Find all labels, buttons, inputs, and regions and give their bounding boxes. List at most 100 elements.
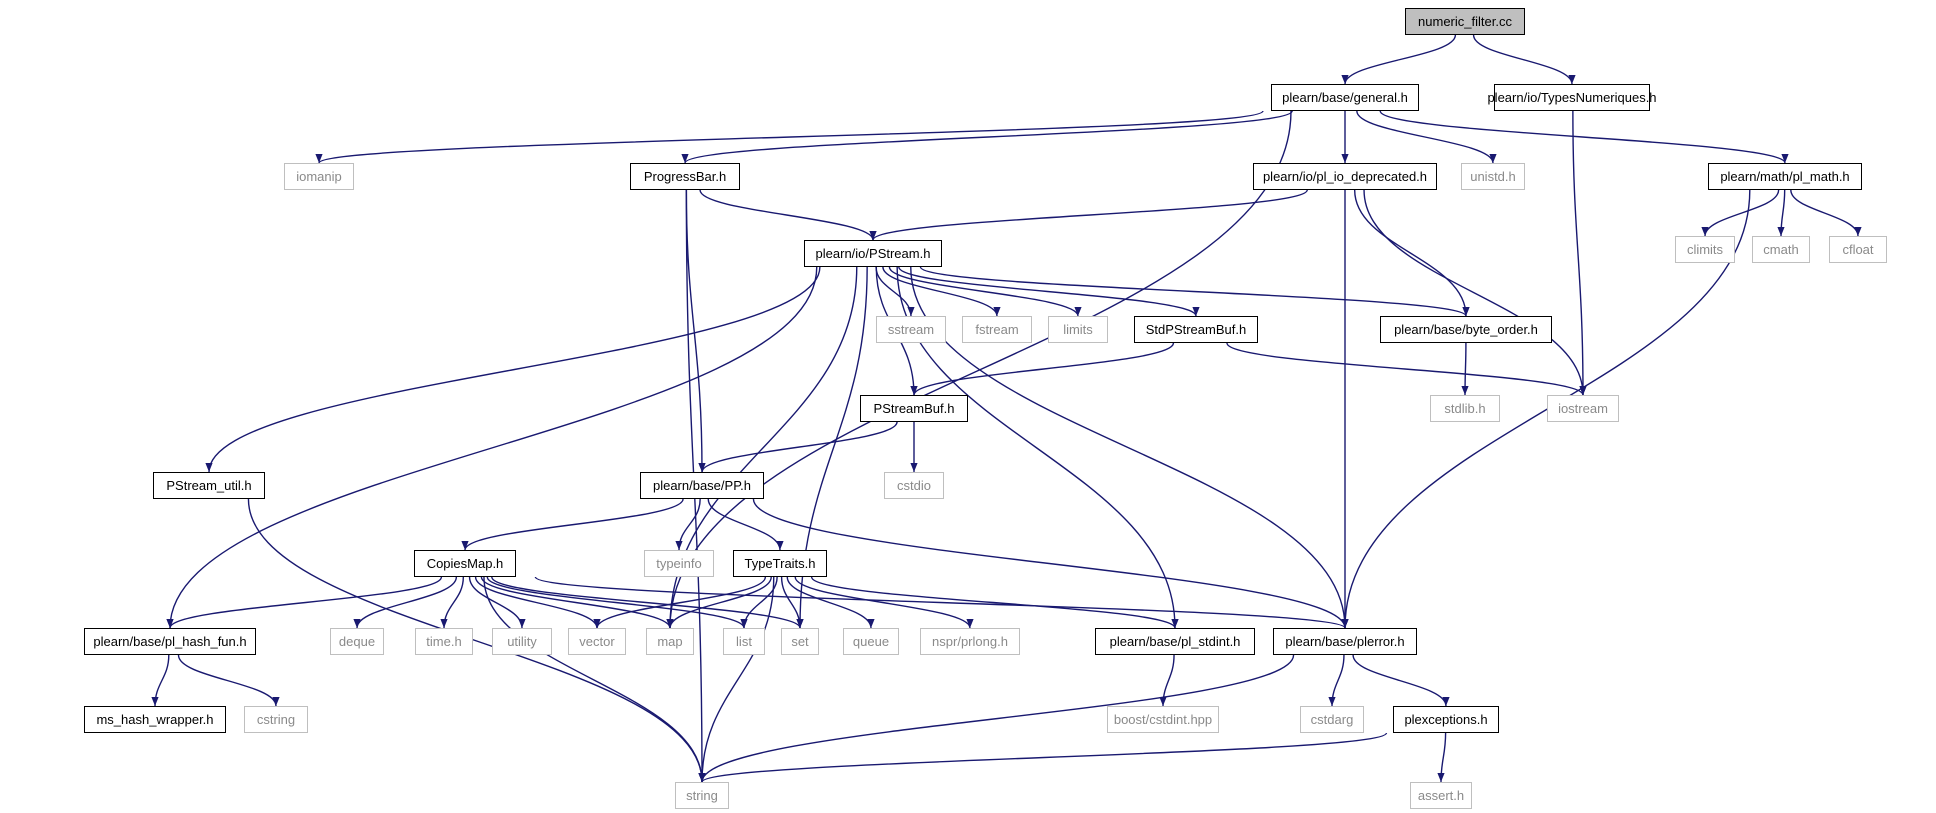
edge-pstream-to-fstream bbox=[882, 266, 1001, 317]
node-climits: climits bbox=[1675, 236, 1735, 263]
edge-progressbar-to-pstream bbox=[699, 189, 877, 241]
node-map: map bbox=[646, 628, 694, 655]
edge-byteorder-to-stdlib bbox=[1461, 342, 1469, 396]
edge-pliodep-to-byteorder bbox=[1353, 189, 1470, 317]
edge-pp-to-typeinfo bbox=[675, 498, 701, 551]
edge-plexceptions-to-string bbox=[698, 732, 1388, 783]
node-cstdio: cstdio bbox=[884, 472, 944, 499]
node-utility: utility bbox=[492, 628, 552, 655]
edge-copiesmap-to-deque bbox=[353, 576, 458, 629]
node-boostcstdint: boost/cstdint.hpp bbox=[1107, 706, 1219, 733]
edge-psb-to-pp bbox=[698, 421, 898, 473]
node-sstream: sstream bbox=[876, 316, 946, 343]
edge-hashfun-to-mshash bbox=[151, 654, 170, 707]
node-psb[interactable]: PStreamBuf.h bbox=[860, 395, 968, 422]
node-fstream: fstream bbox=[962, 316, 1032, 343]
edge-pliodep-to-pstream bbox=[869, 189, 1308, 241]
node-copiesmap[interactable]: CopiesMap.h bbox=[414, 550, 516, 577]
node-queue: queue bbox=[843, 628, 899, 655]
node-typeinfo: typeinfo bbox=[644, 550, 714, 577]
edge-typetraits-to-list bbox=[740, 576, 778, 629]
node-cstring: cstring bbox=[244, 706, 308, 733]
node-prlong: nspr/prlong.h bbox=[920, 628, 1020, 655]
edge-pliodep-to-iostream bbox=[1363, 189, 1587, 396]
node-stdpsb[interactable]: StdPStreamBuf.h bbox=[1134, 316, 1258, 343]
edge-stdpsb-to-iostream bbox=[1226, 342, 1587, 396]
edge-typetraits-to-queue bbox=[786, 576, 875, 629]
edge-plmath-to-cmath bbox=[1777, 189, 1786, 237]
edge-plerror-to-string bbox=[698, 654, 1295, 783]
node-plerror[interactable]: plearn/base/plerror.h bbox=[1273, 628, 1417, 655]
edge-typetraits-to-map bbox=[666, 576, 772, 629]
edge-pp-to-plerror bbox=[752, 498, 1349, 629]
node-limits: limits bbox=[1048, 316, 1108, 343]
edge-typetraits-to-prlong bbox=[794, 576, 974, 629]
node-vector: vector bbox=[568, 628, 626, 655]
node-root: numeric_filter.cc bbox=[1405, 8, 1525, 35]
node-deque: deque bbox=[330, 628, 384, 655]
edge-general-to-iomanip bbox=[315, 110, 1264, 164]
edge-copiesmap-to-hashfun bbox=[166, 576, 443, 629]
edge-copiesmap-to-vector bbox=[474, 576, 601, 629]
node-plmath[interactable]: plearn/math/pl_math.h bbox=[1708, 163, 1862, 190]
edge-stdint-to-boostcstdint bbox=[1159, 654, 1175, 707]
node-iomanip: iomanip bbox=[284, 163, 354, 190]
node-stdlib: stdlib.h bbox=[1430, 395, 1500, 422]
node-cmath: cmath bbox=[1752, 236, 1810, 263]
edge-plmath-to-climits bbox=[1701, 189, 1780, 237]
edge-copiesmap-to-plerror bbox=[534, 576, 1349, 629]
edge-hashfun-to-cstring bbox=[177, 654, 280, 707]
node-pstream[interactable]: plearn/io/PStream.h bbox=[804, 240, 942, 267]
edge-stdpsb-to-psb bbox=[910, 342, 1175, 396]
edge-typetraits-to-vector bbox=[593, 576, 767, 629]
edge-pstream-to-byteorder bbox=[919, 266, 1470, 317]
edge-plmath-to-cfloat bbox=[1790, 189, 1862, 237]
edge-pstream-to-psutil bbox=[205, 266, 821, 473]
edge-typetraits-to-set bbox=[780, 576, 804, 629]
node-iostream: iostream bbox=[1547, 395, 1619, 422]
node-unistd: unistd.h bbox=[1461, 163, 1525, 190]
node-general[interactable]: plearn/base/general.h bbox=[1271, 84, 1419, 111]
edge-copiesmap-to-string bbox=[483, 576, 706, 783]
node-mshash[interactable]: ms_hash_wrapper.h bbox=[84, 706, 226, 733]
edge-typetraits-to-string bbox=[698, 576, 775, 783]
edge-root-to-general bbox=[1341, 34, 1457, 85]
node-hashfun[interactable]: plearn/base/pl_hash_fun.h bbox=[84, 628, 256, 655]
edge-copiesmap-to-timeh bbox=[440, 576, 465, 629]
node-timeh: time.h bbox=[415, 628, 473, 655]
node-progressbar[interactable]: ProgressBar.h bbox=[630, 163, 740, 190]
edge-general-to-progressbar bbox=[681, 110, 1293, 164]
edge-typetraits-to-stdint bbox=[810, 576, 1179, 629]
node-asserth: assert.h bbox=[1410, 782, 1472, 809]
node-stdint[interactable]: plearn/base/pl_stdint.h bbox=[1095, 628, 1255, 655]
edge-pstream-to-hashfun bbox=[166, 266, 818, 629]
edge-general-to-unistd bbox=[1356, 110, 1497, 164]
edge-copiesmap-to-set bbox=[491, 576, 804, 629]
edge-copiesmap-to-utility bbox=[468, 576, 526, 629]
edge-typesnum-to-iostream bbox=[1572, 110, 1587, 396]
edge-root-to-typesnum bbox=[1472, 34, 1576, 85]
edge-plerror-to-plexceptions bbox=[1352, 654, 1450, 707]
node-pp[interactable]: plearn/base/PP.h bbox=[640, 472, 764, 499]
node-typetraits[interactable]: TypeTraits.h bbox=[733, 550, 827, 577]
node-plexceptions[interactable]: plexceptions.h bbox=[1393, 706, 1499, 733]
edge-plerror-to-cstdarg bbox=[1328, 654, 1345, 707]
edge-plexceptions-to-asserth bbox=[1437, 732, 1447, 783]
edge-pstream-to-stdpsb bbox=[898, 266, 1200, 317]
node-set: set bbox=[781, 628, 819, 655]
node-cfloat: cfloat bbox=[1829, 236, 1887, 263]
node-pliodep[interactable]: plearn/io/pl_io_deprecated.h bbox=[1253, 163, 1437, 190]
edge-copiesmap-to-list bbox=[486, 576, 748, 629]
node-string: string bbox=[675, 782, 729, 809]
node-cstdarg: cstdarg bbox=[1300, 706, 1364, 733]
edge-copiesmap-to-map bbox=[480, 576, 674, 629]
edge-general-to-plmath bbox=[1379, 110, 1789, 164]
edge-pp-to-typetraits bbox=[707, 498, 784, 551]
node-byteorder[interactable]: plearn/base/byte_order.h bbox=[1380, 316, 1552, 343]
edge-psutil-to-string bbox=[247, 498, 706, 783]
node-list: list bbox=[723, 628, 765, 655]
node-psutil[interactable]: PStream_util.h bbox=[153, 472, 265, 499]
node-typesnum[interactable]: plearn/io/TypesNumeriques.h bbox=[1487, 84, 1657, 111]
